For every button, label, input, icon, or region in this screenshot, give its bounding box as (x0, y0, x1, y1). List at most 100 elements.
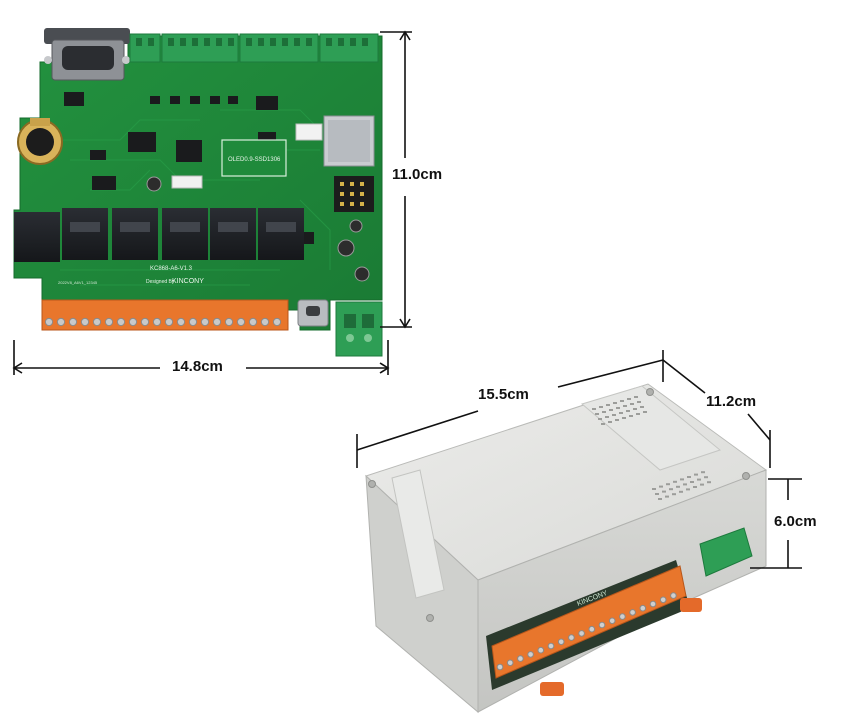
terminal-screw (496, 663, 504, 671)
terminal-screw (236, 317, 246, 327)
terminal-screw (140, 317, 150, 327)
board-width-label: 14.8cm (172, 358, 223, 375)
vent-slot (643, 411, 647, 413)
relays (14, 208, 304, 262)
vent-slot (598, 418, 602, 420)
terminal-screw (272, 317, 282, 327)
terminal-screw (188, 317, 198, 327)
vent-slot (602, 411, 606, 413)
terminal-screw (537, 646, 545, 654)
vent-slot (676, 485, 680, 488)
vent-slot (652, 488, 656, 490)
oled-footprint: OLED0.9-SSD1306 (221, 139, 287, 177)
terminal-screw (152, 317, 162, 327)
enclosure-height-label: 6.0cm (774, 513, 817, 530)
terminal-screw (629, 609, 636, 616)
vent-slot (615, 419, 619, 421)
vent-slot (640, 406, 644, 408)
pcb-code-label: 2022V8_A6V1_12345 (58, 280, 98, 285)
vent-slot (609, 409, 613, 411)
top-terminal-blocks (129, 33, 379, 63)
vent-slot (672, 493, 676, 496)
header-pins (171, 175, 374, 212)
enclosure-depth-label: 11.2cm (706, 393, 757, 410)
db9-connector (44, 28, 130, 81)
vent-slot (701, 471, 705, 474)
vent-slot (633, 408, 637, 410)
terminal-screw (56, 317, 66, 327)
vent-slot (595, 413, 599, 415)
vent-slot (686, 488, 690, 491)
pcb-brand-label: KINCONY (172, 278, 204, 285)
usb-port (297, 299, 329, 327)
vent-slot (599, 406, 603, 408)
vent-slot (616, 407, 620, 409)
vent-slot (673, 480, 677, 483)
orange-terminal-strip (41, 299, 289, 331)
vent-slot (707, 481, 711, 484)
vent-slot (629, 415, 633, 417)
vent-slot (679, 490, 683, 493)
vent-slot (630, 403, 634, 405)
vent-slot (655, 493, 659, 495)
vent-slot (693, 486, 697, 488)
power-terminal (335, 301, 383, 357)
vent-slot (665, 495, 669, 498)
vent-slot (620, 400, 624, 402)
terminal-screw (506, 659, 514, 667)
vent-slot (627, 398, 631, 400)
terminal-screw (248, 317, 258, 327)
vent-slot (613, 402, 617, 404)
vent-slot (622, 417, 626, 419)
vent-slot (662, 490, 666, 493)
vent-slot (658, 498, 662, 500)
vent-slot (690, 481, 694, 483)
terminal-screw (260, 317, 270, 327)
vent-slot (608, 421, 612, 423)
terminal-screw (598, 621, 606, 629)
vent-slot (605, 416, 609, 418)
vent-slot (592, 408, 596, 410)
vent-slot (697, 478, 701, 481)
enclosure (365, 383, 768, 714)
vent-slot (636, 413, 640, 415)
terminal-screw (176, 317, 186, 327)
enclosure-dimension-lines (356, 350, 802, 569)
vent-slot (659, 485, 663, 488)
terminal-screw (68, 317, 78, 327)
vent-slot (606, 404, 610, 406)
pcb-model-label: KC868-A6-V1.3 (150, 266, 193, 272)
vent-slot (700, 483, 704, 486)
terminal-screw (116, 317, 126, 327)
terminal-screw (200, 317, 210, 327)
terminal-screw (212, 317, 222, 327)
terminal-screw (164, 317, 174, 327)
vent-slot (666, 483, 670, 486)
oled-label: OLED0.9-SSD1306 (228, 157, 281, 163)
enclosure-length-label: 15.5cm (478, 386, 529, 403)
terminal-screw (619, 613, 626, 620)
terminal-screw (639, 604, 647, 612)
terminal-screw (568, 634, 575, 641)
terminal-screw (659, 596, 667, 604)
capacitors (146, 176, 370, 282)
terminal-screw (104, 317, 114, 327)
coin-battery (17, 118, 63, 165)
terminal-screw (517, 655, 524, 662)
vent-slot (623, 405, 627, 407)
vent-slot (619, 412, 623, 414)
vent-slot (634, 396, 638, 398)
terminal-screw (608, 617, 616, 625)
terminal-screw (557, 638, 565, 646)
vent-slot (637, 401, 641, 403)
vent-slot (683, 483, 687, 486)
terminal-screw (649, 600, 657, 608)
board-dimension-lines (12, 30, 412, 375)
vent-slot (626, 410, 630, 412)
terminal-screw (527, 651, 534, 658)
vent-slot (704, 476, 708, 479)
terminal-screw (92, 317, 102, 327)
terminal-screw (224, 317, 234, 327)
vent-slot (669, 488, 673, 491)
